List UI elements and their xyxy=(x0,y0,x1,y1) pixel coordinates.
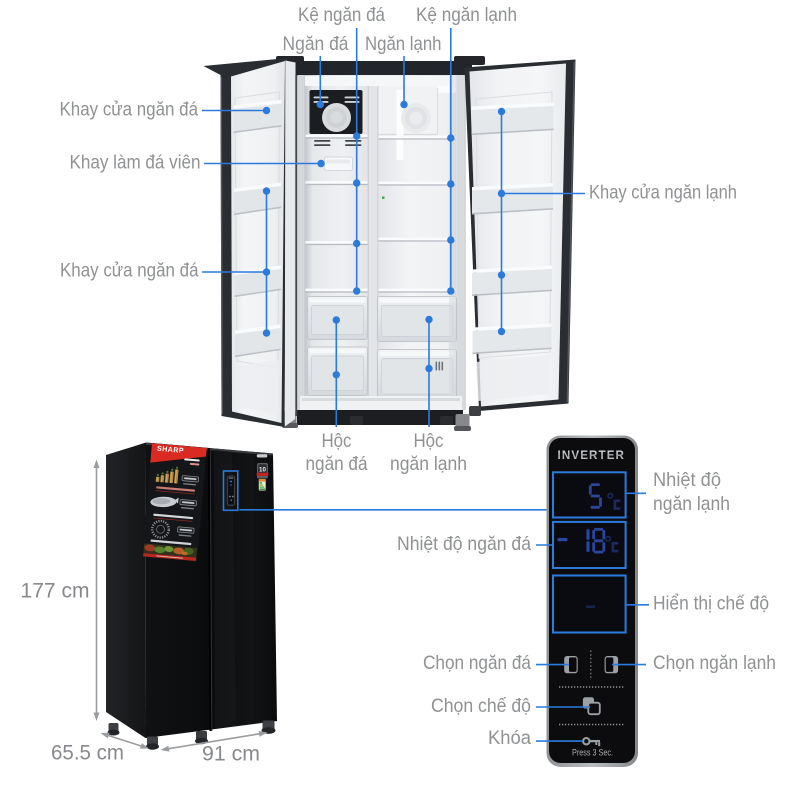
svg-text:INVERTER: INVERTER xyxy=(558,449,626,462)
svg-text:Chọn chế độ: Chọn chế độ xyxy=(431,695,531,717)
svg-text:Nhiệt độ ngăn đá: Nhiệt độ ngăn đá xyxy=(397,533,531,555)
svg-text:ngăn lạnh: ngăn lạnh xyxy=(653,493,730,515)
svg-text:Chọn ngăn đá: Chọn ngăn đá xyxy=(423,652,531,674)
svg-text:Hộc: Hộc xyxy=(414,430,444,452)
svg-text:Khay làm đá viên: Khay làm đá viên xyxy=(70,152,201,174)
svg-text:10: 10 xyxy=(259,466,266,473)
svg-text:Ngăn lạnh: Ngăn lạnh xyxy=(365,33,442,55)
svg-text:177 cm: 177 cm xyxy=(21,579,90,603)
svg-text:Nhiệt độ: Nhiệt độ xyxy=(653,469,721,491)
svg-text:Hộc: Hộc xyxy=(322,430,352,452)
svg-text:Hiển thị chế độ: Hiển thị chế độ xyxy=(653,593,769,615)
svg-text:Khóa: Khóa xyxy=(488,727,531,749)
svg-text:Ngăn đá: Ngăn đá xyxy=(283,33,349,55)
svg-text:Kệ ngăn đá: Kệ ngăn đá xyxy=(298,4,385,26)
svg-text:ngăn đá: ngăn đá xyxy=(306,453,368,475)
svg-text:Kệ ngăn lạnh: Kệ ngăn lạnh xyxy=(416,4,517,26)
svg-text:Press 3 Sec.: Press 3 Sec. xyxy=(572,747,613,757)
svg-text:ngăn lạnh: ngăn lạnh xyxy=(390,453,467,475)
svg-text:SHARP: SHARP xyxy=(157,444,185,455)
svg-text:Khay cửa ngăn đá: Khay cửa ngăn đá xyxy=(60,99,199,121)
svg-text:Chọn ngăn lạnh: Chọn ngăn lạnh xyxy=(653,652,776,674)
svg-text:Khay cửa ngăn lạnh: Khay cửa ngăn lạnh xyxy=(589,182,737,204)
svg-text:91 cm: 91 cm xyxy=(202,742,260,766)
svg-text:65.5 cm: 65.5 cm xyxy=(51,741,124,765)
svg-text:Khay cửa ngăn đá: Khay cửa ngăn đá xyxy=(60,260,199,282)
